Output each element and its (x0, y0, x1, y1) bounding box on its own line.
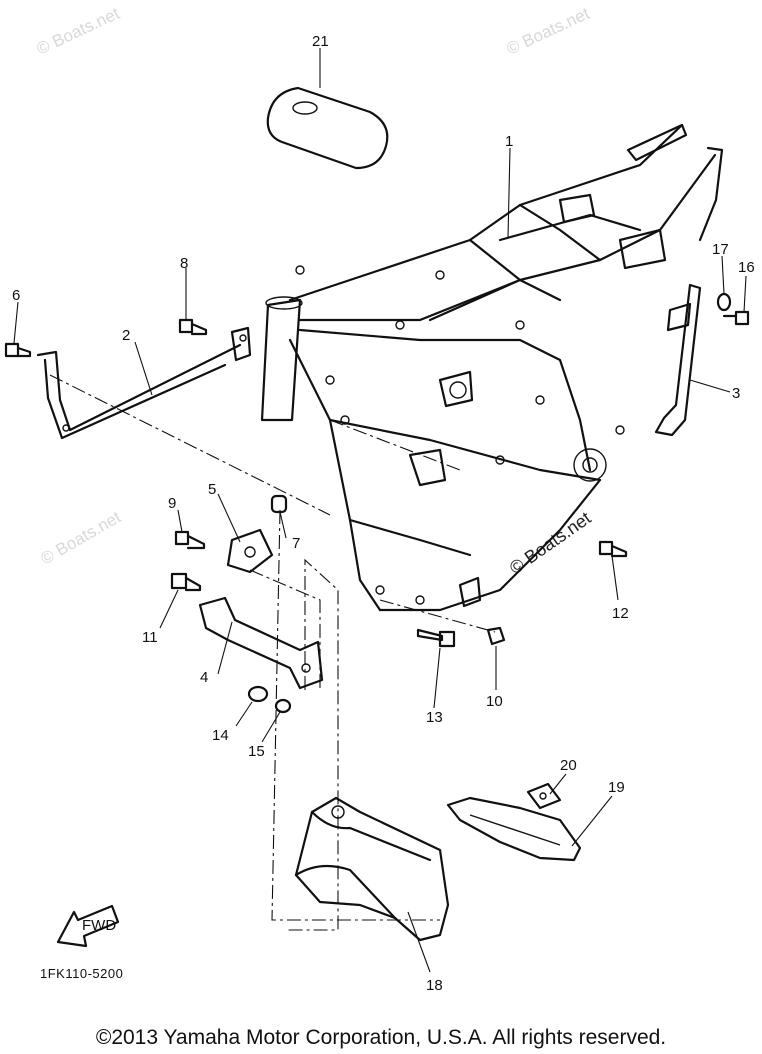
watermark-mid-left: © Boats.net (38, 507, 125, 568)
copyright-notice: ©2013 Yamaha Motor Corporation, U.S.A. A… (95, 1026, 667, 1049)
part-8-bolt (178, 318, 208, 336)
part-19-side-cover (446, 796, 582, 862)
part-11-bolt (170, 572, 202, 592)
callout-18: 18 (426, 977, 443, 994)
callout-14: 14 (212, 727, 229, 744)
callout-19: 19 (608, 779, 625, 796)
watermark-top-right: © Boats.net (504, 4, 593, 59)
part-6-bolt (4, 342, 32, 358)
part-14-collar (247, 685, 269, 703)
watermark-top-left: © Boats.net (34, 4, 123, 59)
part-10-nut (486, 626, 506, 646)
callout-12: 12 (612, 605, 629, 622)
alignment-line (285, 558, 339, 931)
callout-13: 13 (426, 709, 443, 726)
alignment-line (379, 599, 496, 633)
callout-5: 5 (208, 481, 216, 498)
callout-4: 4 (200, 669, 208, 686)
callout-20: 20 (560, 757, 577, 774)
diagram-code: 1FK110-5200 (40, 966, 124, 981)
callout-7: 7 (292, 535, 300, 552)
callout-3: 3 (732, 385, 740, 402)
alignment-line (249, 569, 321, 690)
part-3-rear-stay (654, 283, 702, 437)
callout-16: 16 (738, 259, 755, 276)
part-15-washer (274, 698, 292, 714)
part-1-main-frame (260, 123, 724, 612)
fwd-label: FWD (82, 917, 116, 934)
callout-6: 6 (12, 287, 20, 304)
part-4-bracket (198, 596, 324, 690)
part-9-bolt (174, 530, 206, 550)
alignment-line (271, 509, 440, 921)
part-16-bolt (722, 310, 750, 326)
watermark-mid-right: © Boats.net (506, 508, 595, 578)
callout-2: 2 (122, 327, 130, 344)
alignment-line (49, 374, 331, 516)
part-21-pad (266, 86, 389, 170)
part-5-plate (226, 528, 274, 574)
callout-9: 9 (168, 495, 176, 512)
callout-15: 15 (248, 743, 265, 760)
part-13-bolt (416, 628, 456, 648)
alignment-line (329, 419, 461, 471)
callout-8: 8 (180, 255, 188, 272)
callout-1: 1 (505, 133, 513, 150)
part-20-bracket (526, 782, 562, 810)
part-7-collar (270, 494, 288, 514)
callout-21: 21 (312, 33, 329, 50)
fwd-arrow-icon: FWD (56, 904, 120, 948)
callout-11: 11 (142, 629, 158, 646)
callout-10: 10 (486, 693, 503, 710)
part-18-lower-cover (294, 796, 450, 942)
part-2-front-stay (36, 326, 252, 440)
frame-exploded-diagram: © Boats.net © Boats.net © Boats.net © Bo… (4, 4, 755, 994)
part-12-bolt (598, 540, 628, 558)
callout-17: 17 (712, 241, 729, 258)
leader-lines (13, 48, 747, 973)
part-17-washer (716, 292, 732, 312)
